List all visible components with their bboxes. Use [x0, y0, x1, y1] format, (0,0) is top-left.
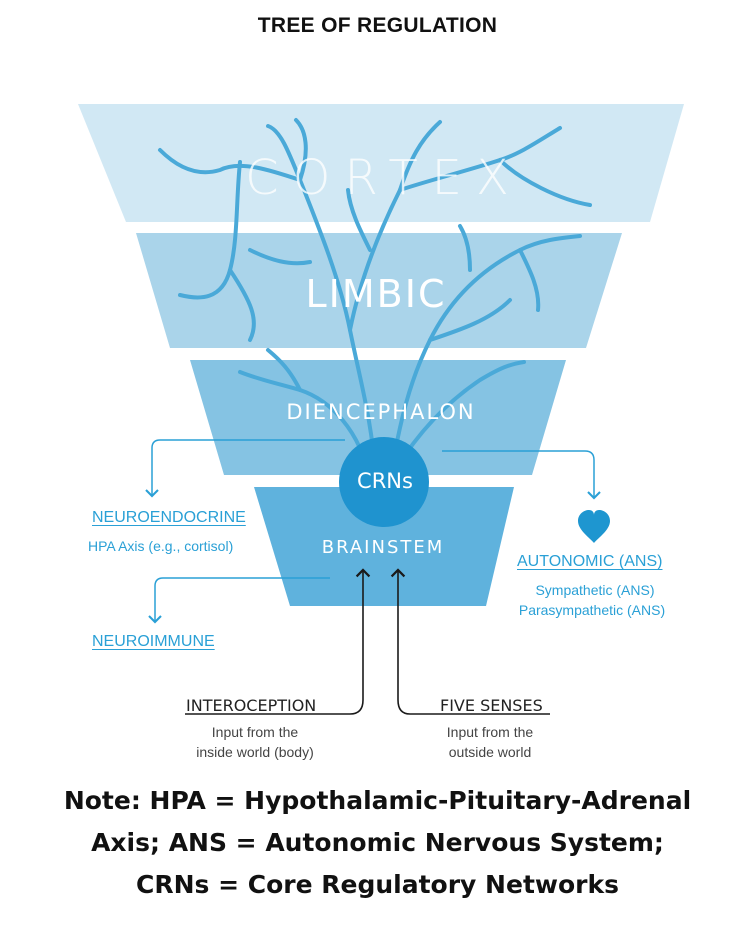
brainstem-band [254, 487, 514, 606]
neuroendocrine-detail: HPA Axis (e.g., cortisol) [88, 538, 234, 554]
autonomic-detail-sympathetic: Sympathetic (ANS) [535, 582, 655, 598]
interoception-detail-line2: inside world (body) [196, 744, 314, 760]
neuroendocrine-heading: NEUROENDOCRINE [92, 509, 246, 526]
note-line-1: Note: HPA = Hypothalamic-Pituitary-Adren… [63, 786, 692, 815]
cortex-band [78, 104, 684, 222]
cortex-label: CORTEX [245, 150, 523, 206]
five-senses-detail-line2: outside world [448, 744, 532, 760]
autonomic-arrow [442, 450, 601, 500]
diencephalon-label: DIENCEPHALON [286, 400, 476, 424]
neuroimmune-arrow [148, 577, 330, 624]
autonomic-heading: AUTONOMIC (ANS) [517, 553, 663, 570]
interoception-detail-line1: Input from the [211, 724, 299, 740]
neuroendocrine-arrow [145, 439, 345, 498]
note-line-3: CRNs = Core Regulatory Networks [136, 870, 619, 899]
autonomic-detail-parasympathetic: Parasympathetic (ANS) [518, 602, 666, 618]
neuroimmune-heading: NEUROIMMUNE [92, 633, 215, 650]
diencephalon-band [190, 360, 566, 475]
interoception-arrow [185, 568, 371, 715]
interoception-heading: INTEROCEPTION [186, 696, 317, 715]
limbic-label: LIMBIC [305, 272, 447, 316]
diagram-title: TREE OF REGULATION [257, 14, 498, 37]
abbreviations-note: Note: HPA = Hypothalamic-Pituitary-Adren… [0, 780, 755, 906]
tree-branches [158, 118, 592, 482]
crns-label: CRNs [357, 469, 413, 493]
five-senses-detail-line1: Input from the [446, 724, 534, 740]
five-senses-heading: FIVE SENSES [440, 696, 543, 715]
heart-icon [578, 510, 610, 543]
brainstem-label: BRAINSTEM [321, 537, 445, 558]
five-senses-arrow [390, 568, 550, 715]
crns-core-circle [339, 437, 429, 527]
note-line-2: Axis; ANS = Autonomic Nervous System; [91, 828, 664, 857]
